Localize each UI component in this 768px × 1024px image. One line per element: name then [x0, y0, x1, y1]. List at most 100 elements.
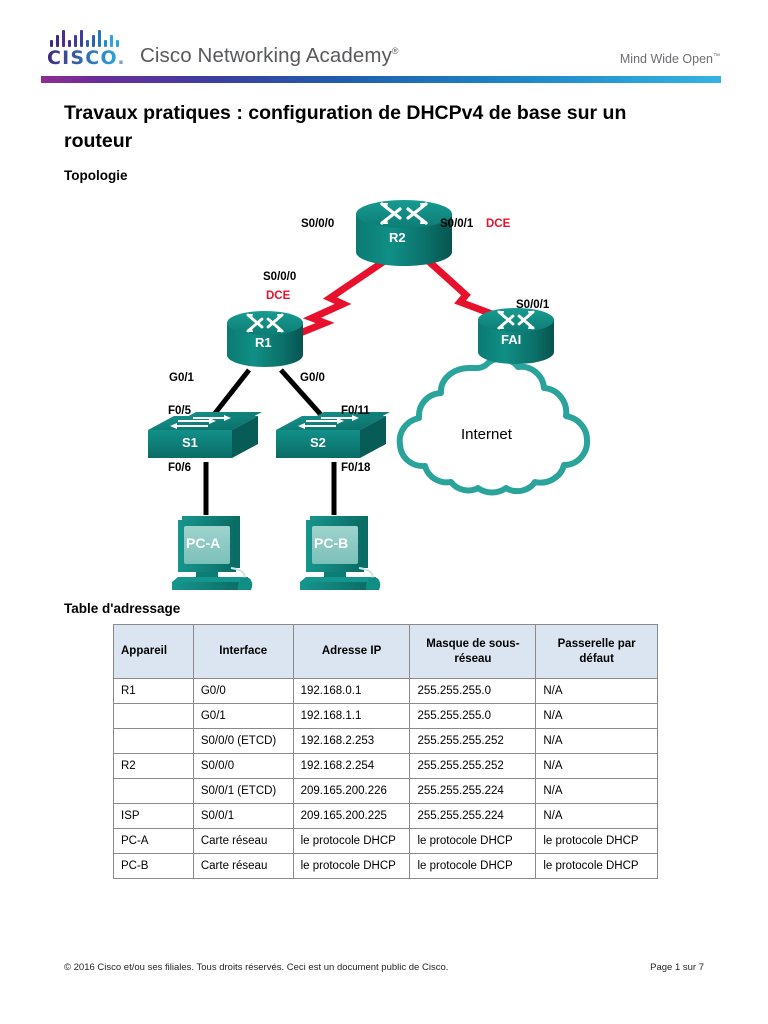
column-header-mask: Masque de sous-réseau [409, 624, 537, 679]
router-r1-label: R1 [255, 335, 272, 350]
table-cell: G0/1 [192, 703, 294, 729]
table-cell: R2 [113, 753, 194, 779]
table-cell: PC-B [113, 853, 194, 879]
page-header: CISCO. Cisco Networking Academy® Mind Wi… [0, 0, 768, 92]
address-table: Appareil Interface Adresse IP Masque de … [113, 624, 658, 879]
column-header-gateway: Passerelle par défaut [535, 624, 658, 679]
table-cell: Carte réseau [192, 853, 294, 879]
topology-canvas [148, 200, 591, 590]
table-cell [113, 778, 194, 804]
table-cell: le protocole DHCP [409, 853, 537, 879]
footer-page-number: Page 1 sur 7 [650, 962, 704, 973]
table-cell: S0/0/0 [192, 753, 294, 779]
table-cell: N/A [535, 778, 658, 804]
label-r1-g00: G0/0 [300, 372, 325, 384]
table-cell: 255.255.255.224 [409, 803, 537, 829]
table-cell: G0/0 [192, 678, 294, 704]
label-r2-s000: S0/0/0 [301, 218, 335, 230]
network-topology-diagram: R2 R1 FAI S1 S2 PC-A PC-B Internet S0/0/… [0, 190, 768, 590]
table-cell: 255.255.255.252 [409, 728, 537, 754]
column-header-ip: Adresse IP [292, 624, 411, 679]
table-cell: 255.255.255.0 [409, 703, 537, 729]
table-cell: le protocole DHCP [409, 828, 537, 854]
table-cell: 255.255.255.224 [409, 778, 537, 804]
cisco-wordmark: CISCO. [47, 49, 135, 68]
table-cell: 209.165.200.225 [292, 803, 411, 829]
address-table-header-row: Appareil Interface Adresse IP Masque de … [113, 624, 658, 679]
tagline: Mind Wide Open™ [620, 52, 720, 66]
table-cell: 192.168.2.253 [292, 728, 411, 754]
table-cell: 192.168.2.254 [292, 753, 411, 779]
label-s1-f05: F0/5 [168, 405, 192, 417]
switch-s2-icon [276, 412, 390, 458]
cisco-logo-bars-icon [47, 30, 135, 47]
label-s2-f011: F0/11 [341, 405, 370, 417]
label-s1-f06: F0/6 [168, 462, 192, 474]
label-isp-s001: S0/0/1 [516, 299, 550, 311]
pc-b-label: PC-B [314, 535, 349, 551]
table-cell [113, 703, 194, 729]
table-cell: 255.255.255.0 [409, 678, 537, 704]
table-cell: R1 [113, 678, 194, 704]
pc-b-icon [300, 516, 381, 590]
table-cell: N/A [535, 803, 658, 829]
label-r2-s001-dce: DCE [486, 218, 511, 230]
label-s2-f018: F0/18 [341, 462, 371, 474]
table-cell [113, 728, 194, 754]
table-cell: S0/0/0 (ETCD) [192, 728, 294, 754]
table-cell: N/A [535, 703, 658, 729]
internet-cloud-label: Internet [461, 426, 512, 443]
switch-s1-icon [148, 412, 262, 458]
cisco-wordmark-text: CISCO [47, 47, 118, 69]
pc-a-label: PC-A [186, 535, 221, 551]
table-cell: 209.165.200.226 [292, 778, 411, 804]
table-cell: N/A [535, 728, 658, 754]
label-r1-s000-dce: DCE [266, 290, 291, 302]
column-header-device: Appareil [113, 624, 194, 679]
section-heading-address-table: Table d'adressage [64, 601, 181, 616]
label-r1-g01: G0/1 [169, 372, 194, 384]
trademark-mark: ™ [713, 52, 720, 60]
cisco-logo: CISCO. [47, 30, 135, 68]
table-cell: S0/0/1 [192, 803, 294, 829]
academy-title: Cisco Networking Academy® [140, 44, 399, 68]
table-cell: le protocole DHCP [292, 828, 411, 854]
header-gradient-rule [41, 76, 721, 83]
cisco-wordmark-dot: . [117, 47, 126, 69]
page-footer: © 2016 Cisco et/ou ses filiales. Tous dr… [64, 962, 704, 978]
tagline-text: Mind Wide Open [619, 52, 713, 66]
registered-mark: ® [391, 46, 399, 57]
academy-title-text: Cisco Networking Academy [140, 44, 392, 67]
router-r2-icon [356, 200, 452, 266]
label-r1-s000: S0/0/0 [263, 271, 297, 283]
internet-cloud-icon [396, 355, 591, 496]
column-header-interface: Interface [192, 624, 294, 679]
table-cell: Carte réseau [192, 828, 294, 854]
table-cell: le protocole DHCP [535, 828, 658, 854]
router-isp-icon [478, 308, 554, 364]
router-r2-label: R2 [389, 230, 406, 245]
page-title: Travaux pratiques : configuration de DHC… [64, 102, 627, 152]
address-table-head: Appareil Interface Adresse IP Masque de … [113, 624, 658, 679]
table-cell: ISP [113, 803, 194, 829]
table-cell: le protocole DHCP [292, 853, 411, 879]
table-cell: N/A [535, 678, 658, 704]
table-cell: 192.168.1.1 [292, 703, 411, 729]
table-cell: 255.255.255.252 [409, 753, 537, 779]
footer-copyright: © 2016 Cisco et/ou ses filiales. Tous dr… [64, 962, 449, 973]
table-cell: S0/0/1 (ETCD) [192, 778, 294, 804]
section-heading-topology: Topologie [64, 168, 128, 183]
table-cell: N/A [535, 753, 658, 779]
table-cell: 192.168.0.1 [292, 678, 411, 704]
pc-a-icon [172, 516, 253, 590]
table-cell: PC-A [113, 828, 194, 854]
